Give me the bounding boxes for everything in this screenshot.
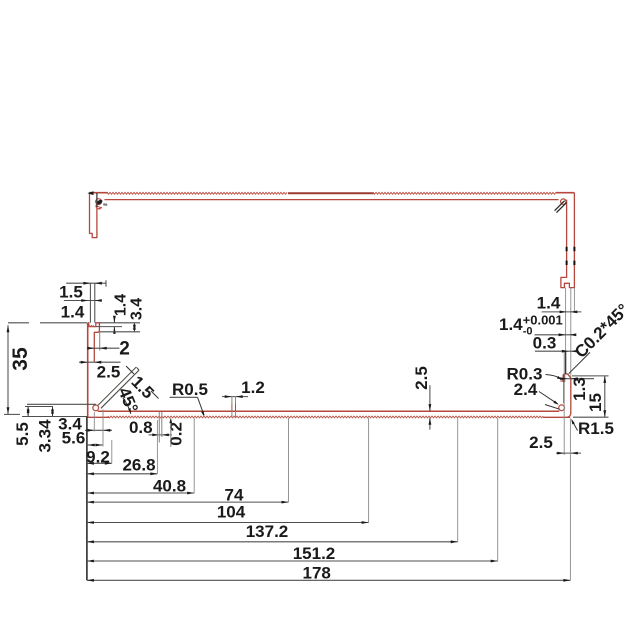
- svg-text:5.6: 5.6: [62, 429, 86, 448]
- svg-text:178: 178: [303, 563, 331, 582]
- svg-text:1.3: 1.3: [570, 377, 589, 401]
- svg-text:R1.5: R1.5: [578, 419, 614, 438]
- svg-text:R0.3: R0.3: [507, 365, 543, 384]
- svg-text:2.5: 2.5: [97, 363, 121, 382]
- svg-text:2: 2: [119, 339, 130, 360]
- svg-text:137.2: 137.2: [246, 522, 289, 541]
- svg-text:5.5: 5.5: [13, 422, 32, 446]
- svg-text:2.4: 2.4: [514, 380, 538, 399]
- svg-text:9.2: 9.2: [86, 448, 110, 467]
- svg-text:3.34: 3.34: [36, 419, 55, 453]
- svg-text:74: 74: [225, 486, 244, 505]
- svg-text:26.8: 26.8: [122, 456, 155, 475]
- svg-text:15: 15: [586, 393, 605, 412]
- svg-text:2.5: 2.5: [529, 433, 553, 452]
- svg-text:151.2: 151.2: [293, 544, 336, 563]
- svg-text:1.2: 1.2: [241, 378, 265, 397]
- svg-text:35: 35: [9, 347, 32, 371]
- svg-text:0.2: 0.2: [166, 422, 185, 446]
- svg-text:0.3: 0.3: [533, 334, 557, 353]
- svg-text:0.8: 0.8: [129, 418, 153, 437]
- svg-text:R0.5: R0.5: [172, 380, 208, 399]
- svg-text:1.4: 1.4: [61, 303, 85, 322]
- svg-text:40.8: 40.8: [153, 477, 186, 496]
- svg-text:104: 104: [217, 503, 246, 522]
- svg-text:2.5: 2.5: [412, 366, 431, 390]
- svg-text:1.4: 1.4: [113, 294, 130, 316]
- svg-text:1.5: 1.5: [59, 283, 83, 302]
- svg-text:3.4: 3.4: [129, 298, 146, 320]
- svg-text:1.4: 1.4: [537, 294, 561, 313]
- svg-text:3.4: 3.4: [58, 415, 82, 434]
